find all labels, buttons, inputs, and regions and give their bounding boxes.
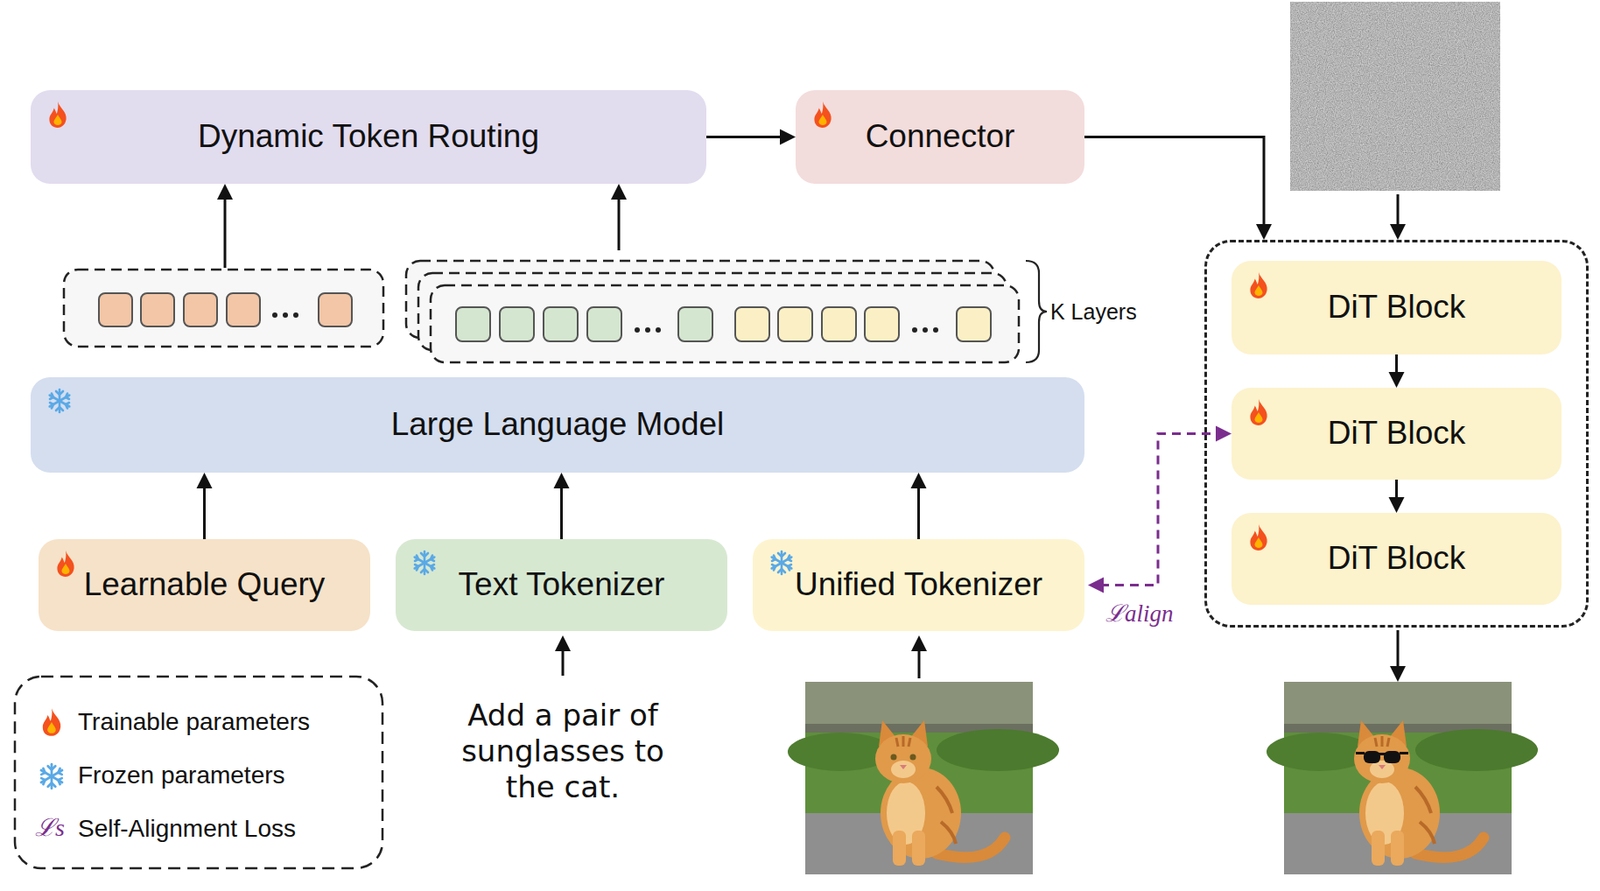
node-label: Learnable Query [84,565,326,604]
edge-label: ℒalign [1103,599,1176,628]
layer-brace [1025,260,1047,363]
flame-icon [1247,398,1271,427]
llm-box: Large Language Model [30,377,1085,473]
tokenizer-box: Text Tokenizer [395,539,728,632]
connector-arrow [706,129,796,146]
dit-group: DiT BlockDiT BlockDiT Block [1204,239,1589,628]
node-label: DiT Block [1327,539,1467,578]
connector-arrow [911,472,927,540]
output-cat-photo [1266,681,1538,875]
arrowhead [779,129,796,146]
arrowhead [554,472,570,489]
node-label: Connector [865,117,1016,156]
routing-box: Dynamic Token Routing [30,90,707,184]
flame-icon [1247,271,1271,300]
connector-box: Connector [795,90,1085,184]
legend-text: Frozen parameters [77,760,286,791]
arrowhead [1389,371,1405,388]
arrowhead [1256,224,1272,240]
loss-symbol: ℒs [35,813,65,843]
input-cat-photo [787,681,1060,875]
layer-token-stack [406,260,1047,363]
connector-line [203,484,206,540]
flame-icon [1247,523,1271,552]
arrowhead [1215,426,1232,443]
node-label: Large Language Model [391,405,725,444]
connector-arrow [1389,354,1405,388]
node-label: Dynamic Token Routing [197,117,540,156]
arrowhead [1087,577,1104,594]
connector-arrow [196,472,213,540]
arrowhead [1389,497,1405,513]
flame-icon [811,100,835,129]
snowflake-icon [41,764,63,789]
connector-arrow [1084,137,1272,241]
instruction-text: Add a pair of sunglasses to the cat. [440,697,686,805]
node-label: Text Tokenizer [458,565,666,604]
dit-block: DiT Block [1231,260,1562,355]
node-label: DiT Block [1327,287,1467,327]
connector-line [560,484,563,540]
snowflake-icon [768,549,795,576]
dit-block: DiT Block [1231,387,1562,480]
flame-icon [42,708,61,737]
connector-line [1084,137,1264,229]
query-box: Learnable Query [38,539,371,632]
legend-box [14,676,383,869]
tokenizer-box: Unified Tokenizer [752,539,1085,632]
connector-arrow [1389,479,1405,513]
layer-count-label: K Layers [1050,298,1137,325]
snowflake-icon [411,549,438,576]
node-label: DiT Block [1327,414,1467,453]
snowflake-icon [46,387,73,415]
legend-text: Trainable parameters [77,707,310,737]
noise-image [1290,1,1501,191]
flame-icon [46,100,70,129]
connector-line [706,135,784,139]
connector-line [1100,434,1220,586]
arrowhead [911,472,927,489]
connector-line [917,484,920,540]
dit-block: DiT Block [1231,512,1562,605]
arrowhead [196,472,213,489]
flame-icon [54,549,78,578]
node-label: Unified Tokenizer [794,565,1043,604]
query-token-group [63,269,384,347]
connector-arrow [1087,426,1232,594]
legend-text: Self-Alignment Loss [77,814,296,844]
connector-arrow [554,472,570,540]
